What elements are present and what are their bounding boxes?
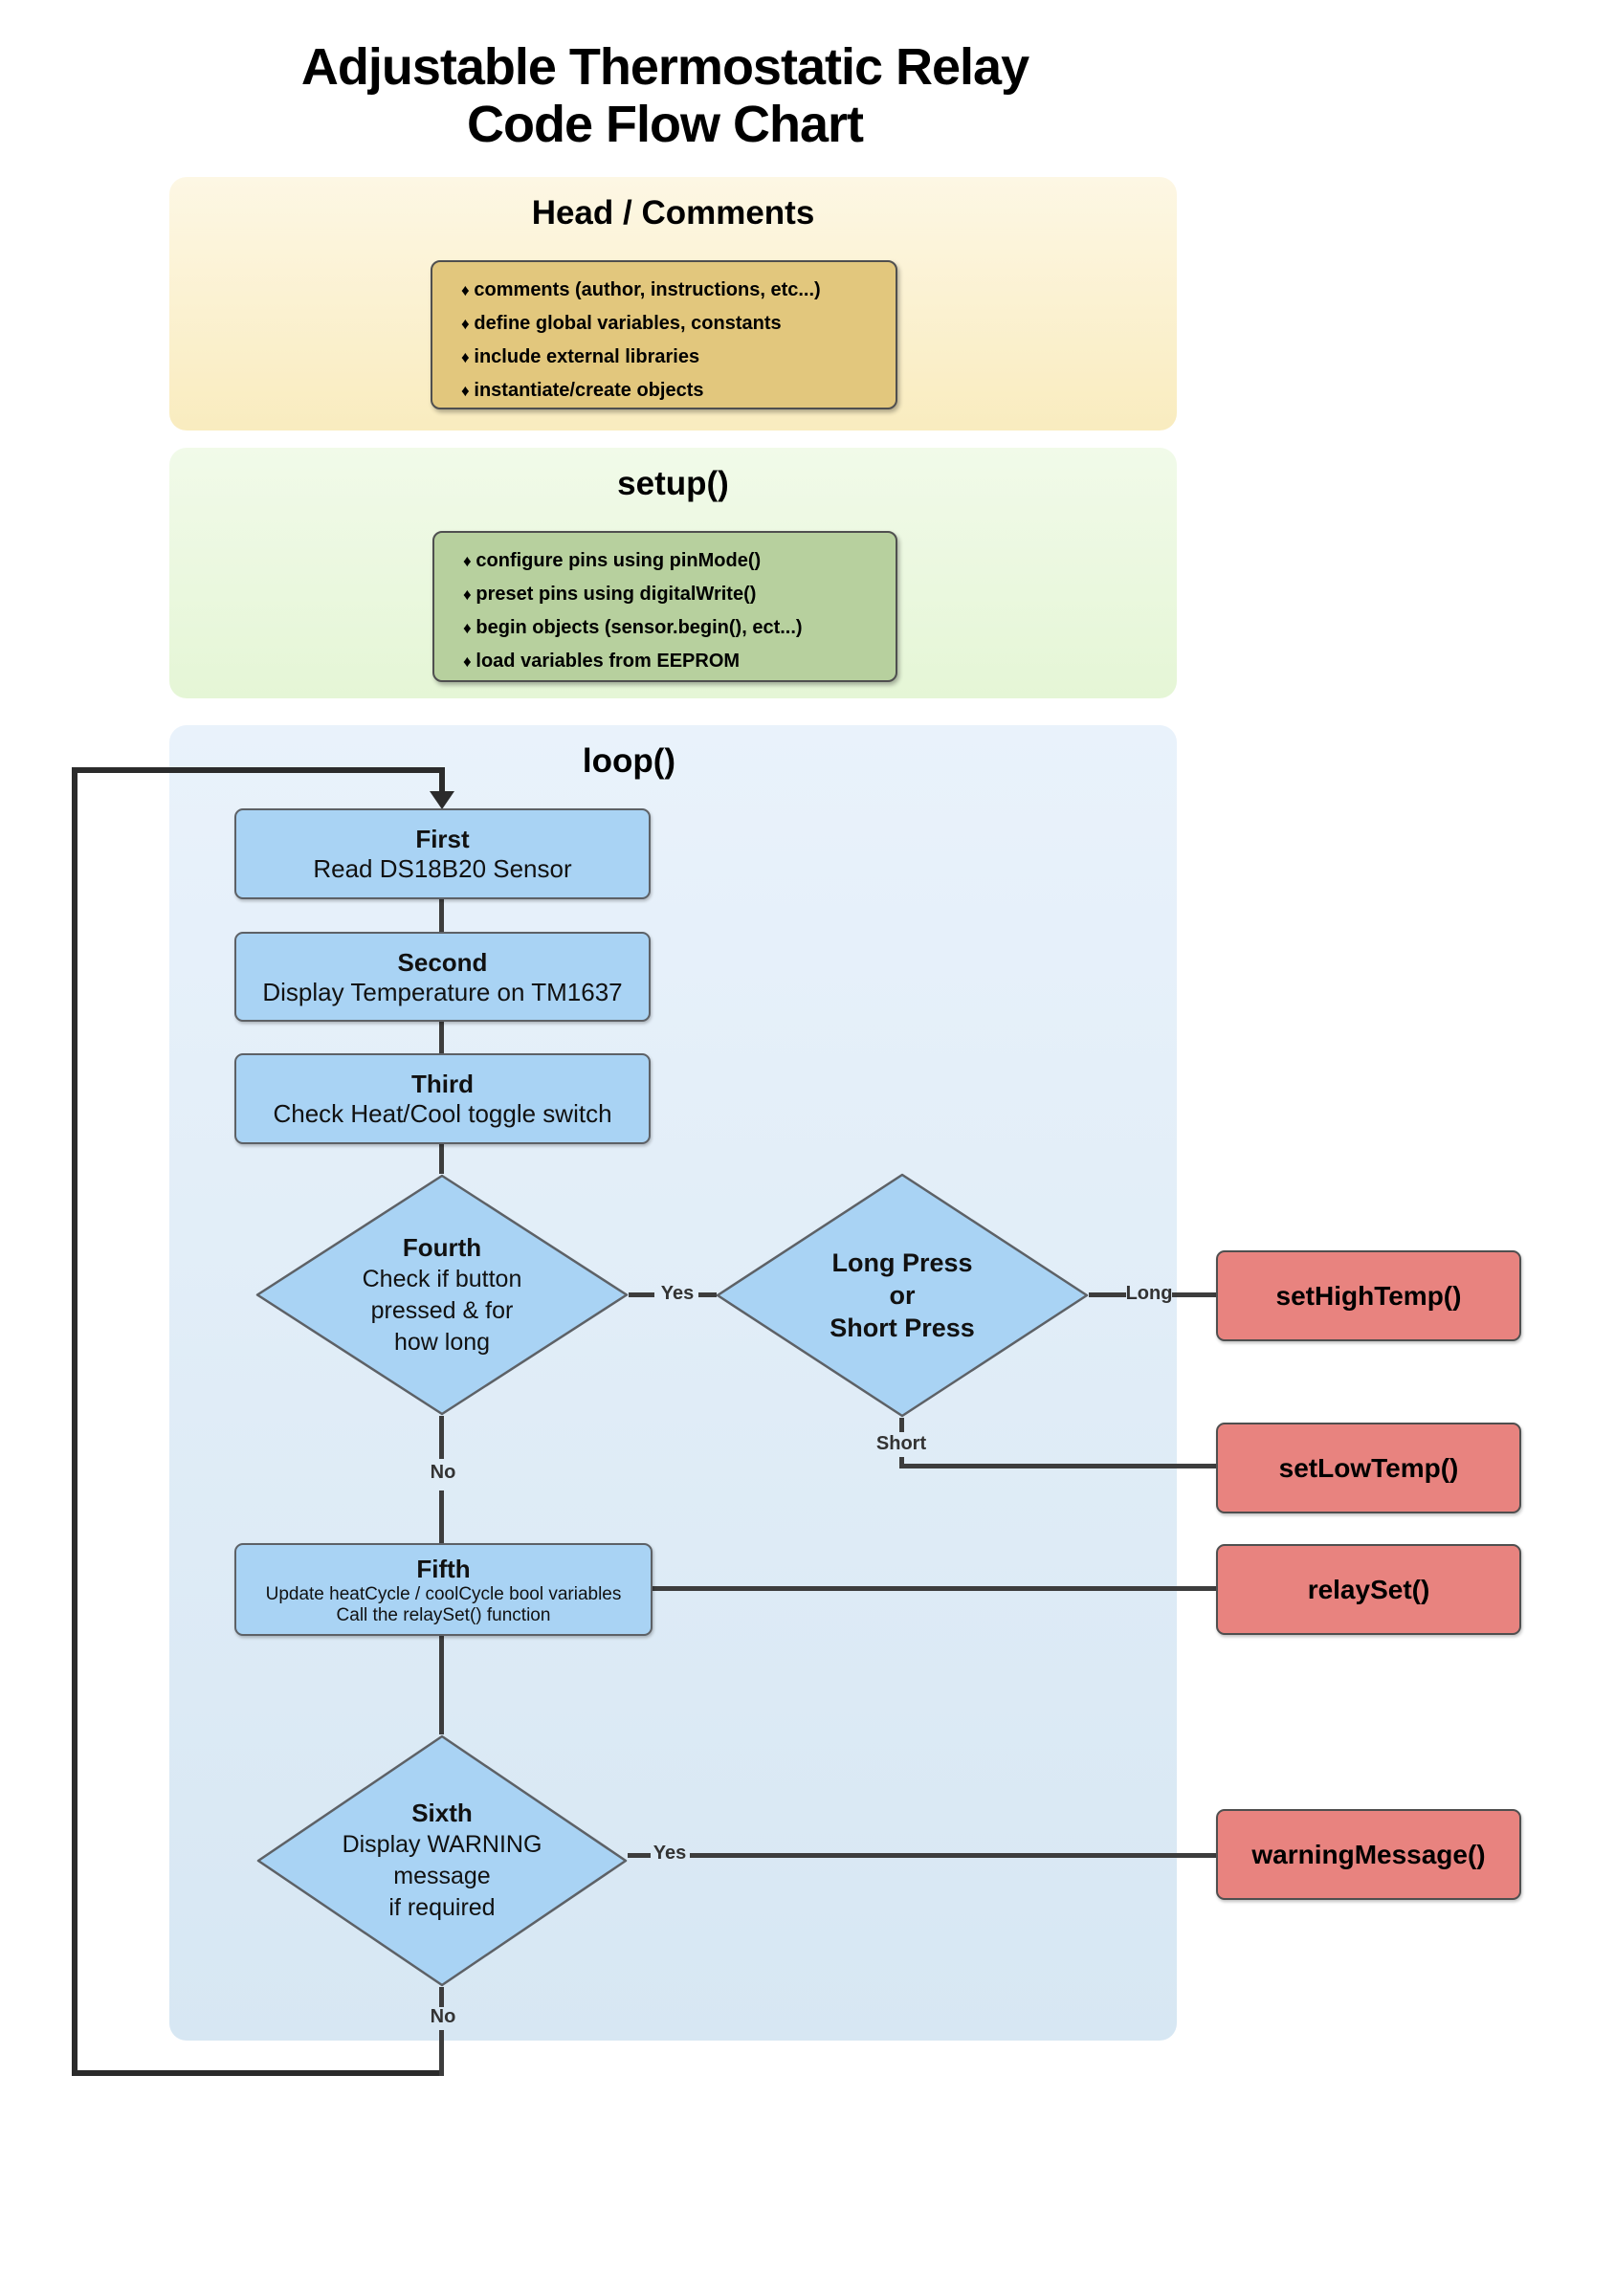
function-box-setlowtemp: setLowTemp() (1216, 1423, 1521, 1513)
page-title: Adjustable Thermostatic Relay Code Flow … (0, 38, 1330, 153)
list-line: define global variables, constants (461, 307, 896, 341)
decision-diamond-fourth: Fourth Check if button pressed & for how l… (255, 1174, 629, 1416)
process-body-lines: Update heatCycle / coolCycle bool variab… (266, 1584, 622, 1626)
setup-section-title: setup() (617, 465, 729, 502)
list-line: Long Press (831, 1248, 973, 1277)
decision-lines: Display WARNING message if required (343, 1829, 542, 1924)
function-box-sethightemp: setHighTemp() (1216, 1250, 1521, 1341)
page-title-line2: Code Flow Chart (467, 96, 864, 153)
list-line: message (393, 1863, 491, 1889)
decision-title: Fourth (402, 1232, 482, 1262)
process-title: First (415, 825, 470, 853)
loopback-line-bottom (72, 2070, 443, 2076)
label-sixth-yes: Yes (653, 1843, 687, 1864)
connector-fourth-no-upper (439, 1416, 444, 1459)
diamond-shape (716, 1173, 1089, 1418)
connector-short-v-lower (899, 1457, 904, 1468)
process-title: Second (397, 947, 488, 977)
function-box-relayset: relaySet() (1216, 1544, 1521, 1635)
process-box-first: First Read DS18B20 Sensor (234, 808, 651, 899)
list-line: configure pins using pinMode() (463, 544, 896, 578)
list-line: Call the relaySet() function (336, 1604, 551, 1625)
diamond-text: Sixth Display WARNING message if required (256, 1734, 628, 1987)
connector-long-a (1089, 1292, 1126, 1297)
list-line: or (889, 1281, 916, 1310)
decision-diamond-sixth: Sixth Display WARNING message if required (256, 1734, 628, 1987)
arrow-down-icon (430, 791, 454, 809)
connector-fourth-yes-a (629, 1292, 654, 1297)
label-short: Short (875, 1433, 927, 1454)
page-title-line1: Adjustable Thermostatic Relay (300, 38, 1029, 96)
function-label: setHighTemp() (1275, 1280, 1462, 1311)
list-line: Display WARNING (342, 1831, 542, 1858)
loopback-line-entry (439, 773, 445, 792)
list-line: if required (388, 1894, 496, 1921)
connector-fourth-no-lower (439, 1490, 444, 1543)
connector-sixth-no-upper (439, 1987, 444, 2007)
list-line: Check if button (362, 1265, 522, 1292)
loop-section-title: loop() (582, 742, 676, 780)
list-line: include external libraries (461, 341, 896, 374)
connector-fourth-yes-b (698, 1292, 717, 1297)
list-line: begin objects (sensor.begin(), ect...) (463, 611, 896, 645)
label-long: Long (1125, 1283, 1173, 1304)
list-line: load variables from EEPROM (463, 645, 896, 678)
section-head-comments: Head / Comments comments (author, instru… (169, 177, 1177, 430)
head-section-title: Head / Comments (531, 194, 815, 232)
decision-lines: Check if button pressed & for how long (363, 1264, 522, 1358)
list-line: Short Press (830, 1314, 975, 1342)
loopback-line-left (72, 767, 77, 2076)
connector-short-h (899, 1464, 1216, 1468)
loopback-line-top (72, 767, 445, 773)
connector-sixth-yes-a (628, 1853, 651, 1858)
function-label: warningMessage() (1251, 1839, 1486, 1869)
list-line: instantiate/create objects (461, 374, 896, 408)
connector-fifth-relayset (653, 1586, 1216, 1591)
diamond-shape (256, 1734, 628, 1987)
connector-short-v-upper (899, 1418, 904, 1432)
decision-title: Sixth (411, 1799, 473, 1827)
connector-long-b (1172, 1292, 1216, 1297)
connector-sixth-no-lower (439, 2030, 444, 2076)
list-line: preset pins using digitalWrite() (463, 578, 896, 611)
list-line: pressed & for (370, 1296, 514, 1324)
head-bullet-list: comments (author, instructions, etc...)d… (461, 274, 896, 408)
process-title: Fifth (416, 1554, 471, 1583)
function-box-warningmessage: warningMessage() (1216, 1809, 1521, 1900)
label-fourth-yes: Yes (660, 1283, 695, 1304)
head-comments-box: comments (author, instructions, etc...)d… (431, 260, 897, 409)
process-body: Read DS18B20 Sensor (313, 854, 572, 883)
list-line: how long (393, 1328, 491, 1356)
connector-sixth-yes-b (690, 1853, 1216, 1858)
setup-box: configure pins using pinMode()preset pin… (432, 531, 897, 682)
process-title: Third (411, 1070, 474, 1098)
label-sixth-no: No (430, 2006, 456, 2027)
connector-second-third (439, 1022, 444, 1053)
function-label: relaySet() (1307, 1574, 1430, 1604)
process-box-second: Second Display Temperature on TM1637 (234, 932, 651, 1022)
process-body: Check Heat/Cool toggle switch (273, 1099, 612, 1128)
list-line: comments (author, instructions, etc...) (461, 274, 896, 307)
diamond-shape (255, 1174, 629, 1416)
function-label: setLowTemp() (1278, 1452, 1459, 1483)
section-setup: setup() configure pins using pinMode()pr… (169, 448, 1177, 698)
list-line: Update heatCycle / coolCycle bool variab… (265, 1583, 622, 1604)
connector-first-second (439, 899, 444, 932)
setup-bullet-list: configure pins using pinMode()preset pin… (463, 544, 896, 678)
label-fourth-no: No (430, 1462, 456, 1483)
connector-fifth-sixth (439, 1636, 444, 1734)
diamond-text: Fourth Check if button pressed & for how l… (255, 1174, 629, 1416)
process-box-third: Third Check Heat/Cool toggle switch (234, 1053, 651, 1144)
connector-third-fourth (439, 1144, 444, 1174)
process-body: Display Temperature on TM1637 (262, 977, 623, 1006)
process-box-fifth: Fifth Update heatCycle / coolCycle bool … (234, 1543, 653, 1636)
